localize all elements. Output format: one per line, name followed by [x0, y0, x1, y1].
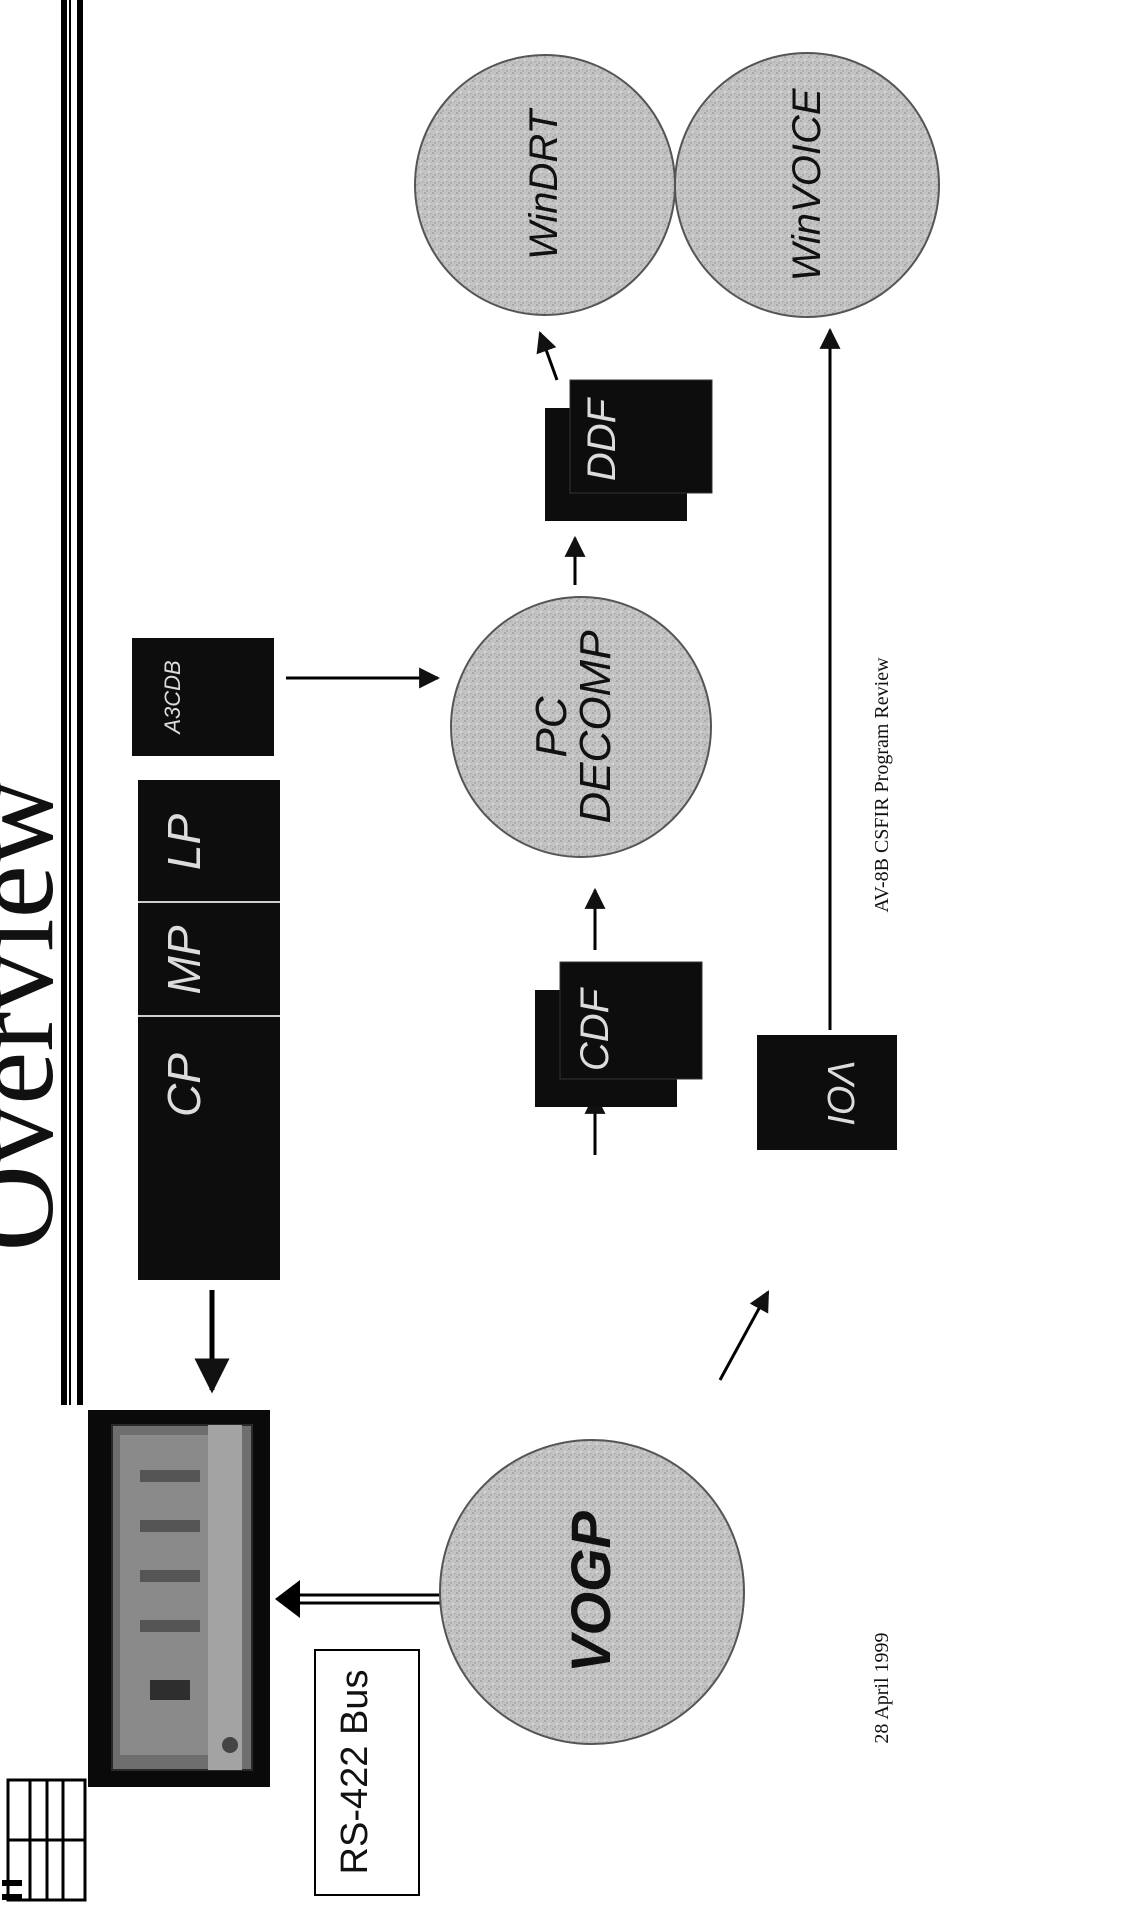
- pc-decomp-node: PC DECOMP: [450, 596, 712, 858]
- rs422-bus-node: RS-422 Bus: [314, 1649, 420, 1896]
- header-rule: [61, 0, 83, 1405]
- voi-file: VOI: [757, 1035, 897, 1150]
- pc-decomp-label-line2: DECOMP: [571, 630, 620, 824]
- a3cdb-file: A3CDB: [132, 638, 274, 756]
- ddf-file: DDF: [545, 379, 713, 521]
- winvoice-label: WinVOICE: [785, 87, 829, 281]
- windrt-label: WinDRT: [522, 107, 566, 260]
- cdf-label: CDF: [573, 986, 617, 1071]
- ddf-to-windrt-arrow: [536, 331, 559, 381]
- code-files-strip: CP MP LP: [138, 780, 280, 1280]
- winvoice-node: WinVOICE: [674, 52, 940, 318]
- hardware-photo: [88, 1410, 270, 1787]
- vogp-node: VOGP: [439, 1439, 745, 1745]
- cp-label: CP: [158, 1053, 210, 1117]
- footer-program-review: AV-8B CSFIR Program Review: [871, 657, 893, 913]
- vogp-label: VOGP: [559, 1510, 622, 1672]
- pc-decomp-label-line1: PC: [527, 695, 576, 757]
- company-logo: [2, 1778, 87, 1902]
- footer-date: 28 April 1999: [871, 1632, 893, 1743]
- windrt-node: WinDRT: [414, 54, 676, 316]
- mp-label: MP: [158, 925, 210, 994]
- bus-connection-arrow: [275, 1580, 468, 1618]
- a3cdb-label: A3CDB: [160, 660, 185, 735]
- cdf-file: CDF: [535, 961, 703, 1107]
- vogp-to-voi-arrow: [718, 1290, 770, 1381]
- bus-label: RS-422 Bus: [334, 1670, 376, 1875]
- voi-label: VOI: [819, 1059, 861, 1125]
- ddf-label: DDF: [580, 396, 624, 481]
- lp-label: LP: [158, 814, 210, 871]
